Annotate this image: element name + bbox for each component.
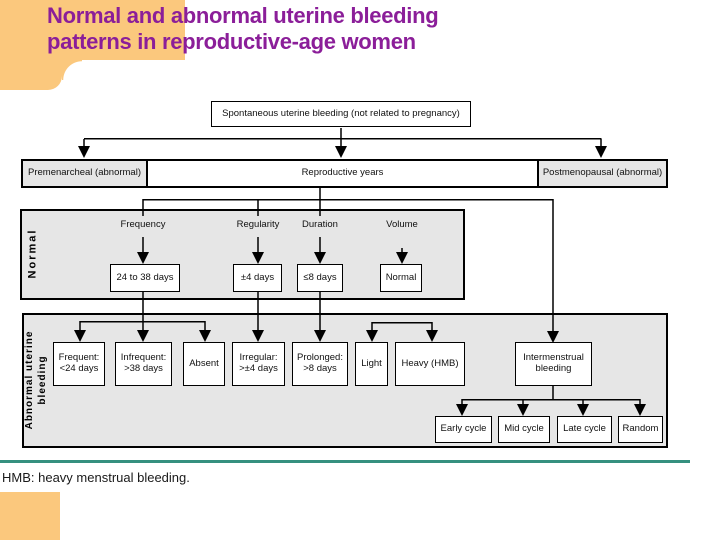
abnormal-infrequent-box: Infrequent: >38 days: [115, 342, 172, 386]
abnormal-intermenstrual-box: Intermenstrual bleeding: [515, 342, 592, 386]
premenarcheal-box: Premenarcheal (abnormal): [21, 159, 148, 188]
abnormal-frequent-box: Frequent: <24 days: [53, 342, 105, 386]
slide-title-line2: patterns in reproductive-age women: [47, 29, 416, 54]
footnote: HMB: heavy menstrual bleeding.: [2, 470, 190, 485]
normal-duration-box: ≤8 days: [297, 264, 343, 292]
slide-title-line1: Normal and abnormal uterine bleeding: [47, 3, 439, 28]
intermenstrual-random-box: Random: [618, 416, 663, 443]
abnormal-absent-box: Absent: [183, 342, 225, 386]
reproductive-years-box: Reproductive years: [146, 159, 539, 188]
normal-regularity-box: ±4 days: [233, 264, 282, 292]
accent-block-bottom: [0, 492, 60, 540]
abnormal-heavy-box: Heavy (HMB): [395, 342, 465, 386]
divider-line: [0, 460, 690, 463]
intermenstrual-early-box: Early cycle: [435, 416, 492, 443]
slide-title: Normal and abnormal uterine bleeding pat…: [47, 3, 439, 55]
param-duration: Duration: [302, 219, 338, 230]
accent-bar-left: [0, 0, 62, 90]
param-frequency: Frequency: [120, 219, 166, 230]
postmenopausal-box: Postmenopausal (abnormal): [537, 159, 668, 188]
abnormal-prolonged-box: Prolonged: >8 days: [292, 342, 348, 386]
abnormal-light-box: Light: [355, 342, 388, 386]
normal-band-label: Normal: [26, 228, 39, 279]
param-volume: Volume: [386, 219, 418, 230]
root-box: Spontaneous uterine bleeding (not relate…: [211, 101, 471, 127]
intermenstrual-mid-box: Mid cycle: [498, 416, 550, 443]
param-regularity: Regularity: [236, 219, 280, 230]
normal-volume-box: Normal: [380, 264, 422, 292]
abnormal-band-label: Abnormal uterine bleeding: [24, 330, 48, 430]
intermenstrual-late-box: Late cycle: [557, 416, 612, 443]
accent-corner-fillet: [62, 60, 82, 80]
normal-frequency-box: 24 to 38 days: [110, 264, 180, 292]
abnormal-irregular-box: Irregular: >±4 days: [232, 342, 285, 386]
